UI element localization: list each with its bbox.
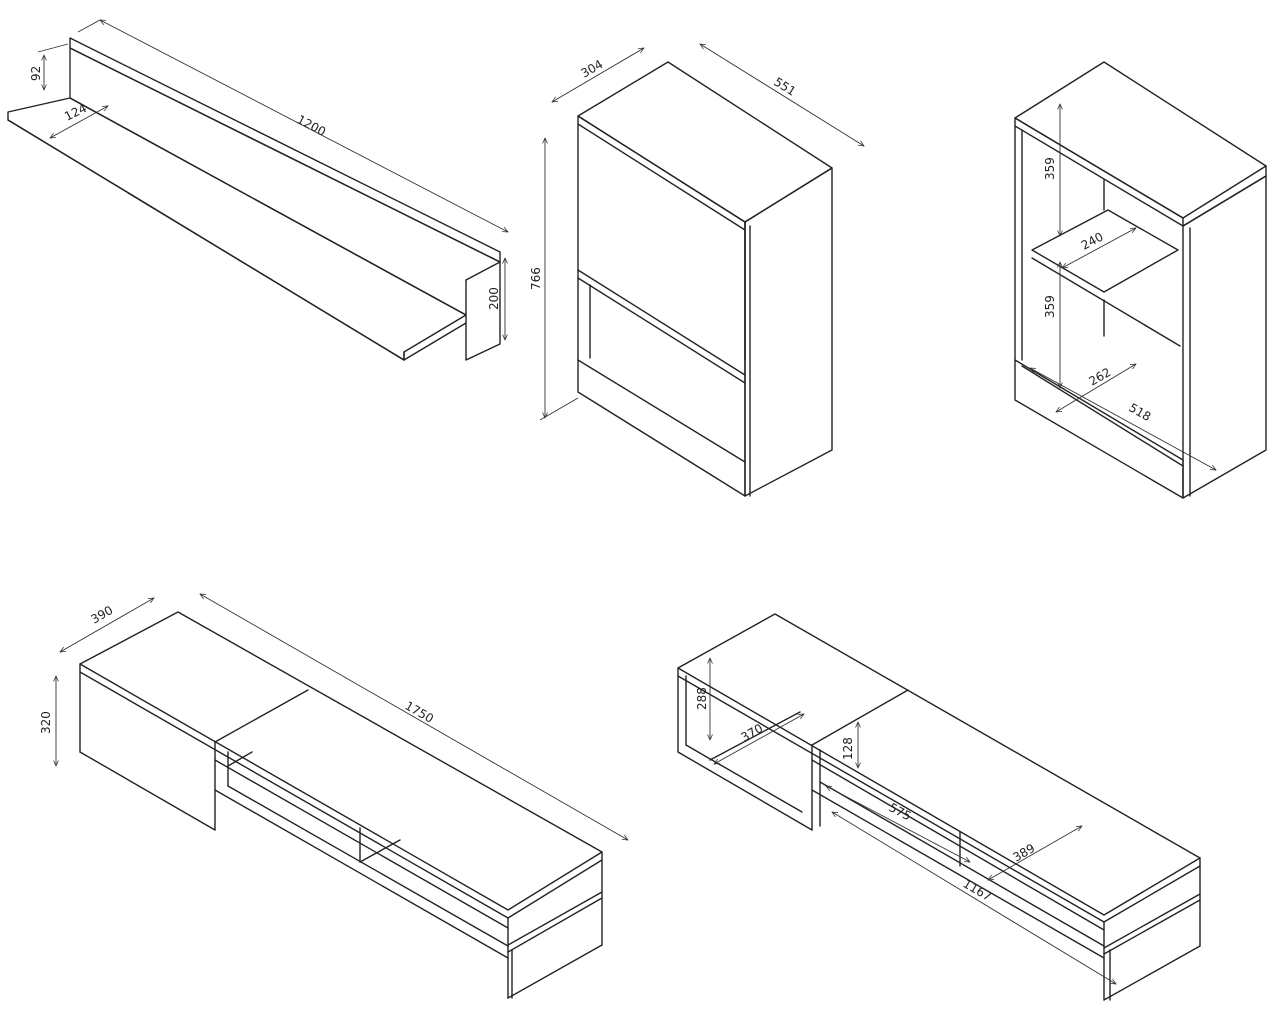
dim-line-tv-length <box>200 594 628 840</box>
dim-line-left-depth <box>714 714 804 764</box>
dim-label-height: 200 <box>487 287 501 310</box>
dim-label-length: 1200 <box>295 112 329 139</box>
dim-line-tv-depth <box>60 598 154 652</box>
cabinet: 304 551 766 <box>529 44 864 497</box>
dim-line-inner-width <box>1030 368 1216 470</box>
dim-label-depth-top: 92 <box>29 66 43 81</box>
cabinet-side <box>744 167 833 497</box>
dim-label-mid-height: 128 <box>841 737 855 760</box>
dim-label-inner-width: 518 <box>1127 400 1154 424</box>
tv-stand-open: 288 370 128 575 389 1167 <box>677 613 1201 1001</box>
dim-label-tv-depth: 390 <box>89 603 116 627</box>
shelf-board <box>7 97 467 361</box>
tv-closed-top <box>79 611 603 911</box>
dim-line-shelf-depth <box>1062 228 1136 268</box>
dim-label-cabinet-height: 766 <box>529 267 543 290</box>
dim-label-bookcase-shelf-depth: 240 <box>1079 230 1106 253</box>
dim-label-lower-height: 359 <box>1043 295 1057 318</box>
dim-label-inner-depth: 262 <box>1087 365 1114 389</box>
dim-line-cabinet-width <box>700 44 864 146</box>
shelf-back-front <box>69 47 501 361</box>
bookcase-middle-shelf <box>1031 209 1179 293</box>
dim-label-cabinet-depth: 304 <box>579 57 606 81</box>
wall-shelf: 92 124 1200 200 <box>7 20 508 361</box>
dim-label-upper-height: 359 <box>1043 157 1057 180</box>
dim-line-inner-length <box>832 812 1116 984</box>
dim-label-cabinet-width: 551 <box>771 75 798 99</box>
shelf-back-panel <box>69 37 501 263</box>
tv-open-top <box>677 613 1201 916</box>
dim-line-shelf-depth <box>50 106 108 138</box>
open-bookcase: 359 240 359 262 518 <box>1014 61 1267 499</box>
bookcase-right-side <box>1182 175 1267 499</box>
cabinet-front <box>577 115 746 497</box>
dim-label-shelf-depth: 124 <box>62 101 89 124</box>
dim-line-length <box>100 20 508 232</box>
dim-label-tv-length: 1750 <box>403 698 436 725</box>
tv-stand-closed: 390 1750 320 <box>39 594 628 999</box>
dim-label-tv-height: 320 <box>39 711 53 734</box>
dim-label-inner-depth-open: 389 <box>1011 841 1038 865</box>
bookcase-top-edge <box>1014 117 1184 227</box>
dim-line-cabinet-depth <box>552 48 644 102</box>
dim-label-left-height: 288 <box>695 687 709 710</box>
